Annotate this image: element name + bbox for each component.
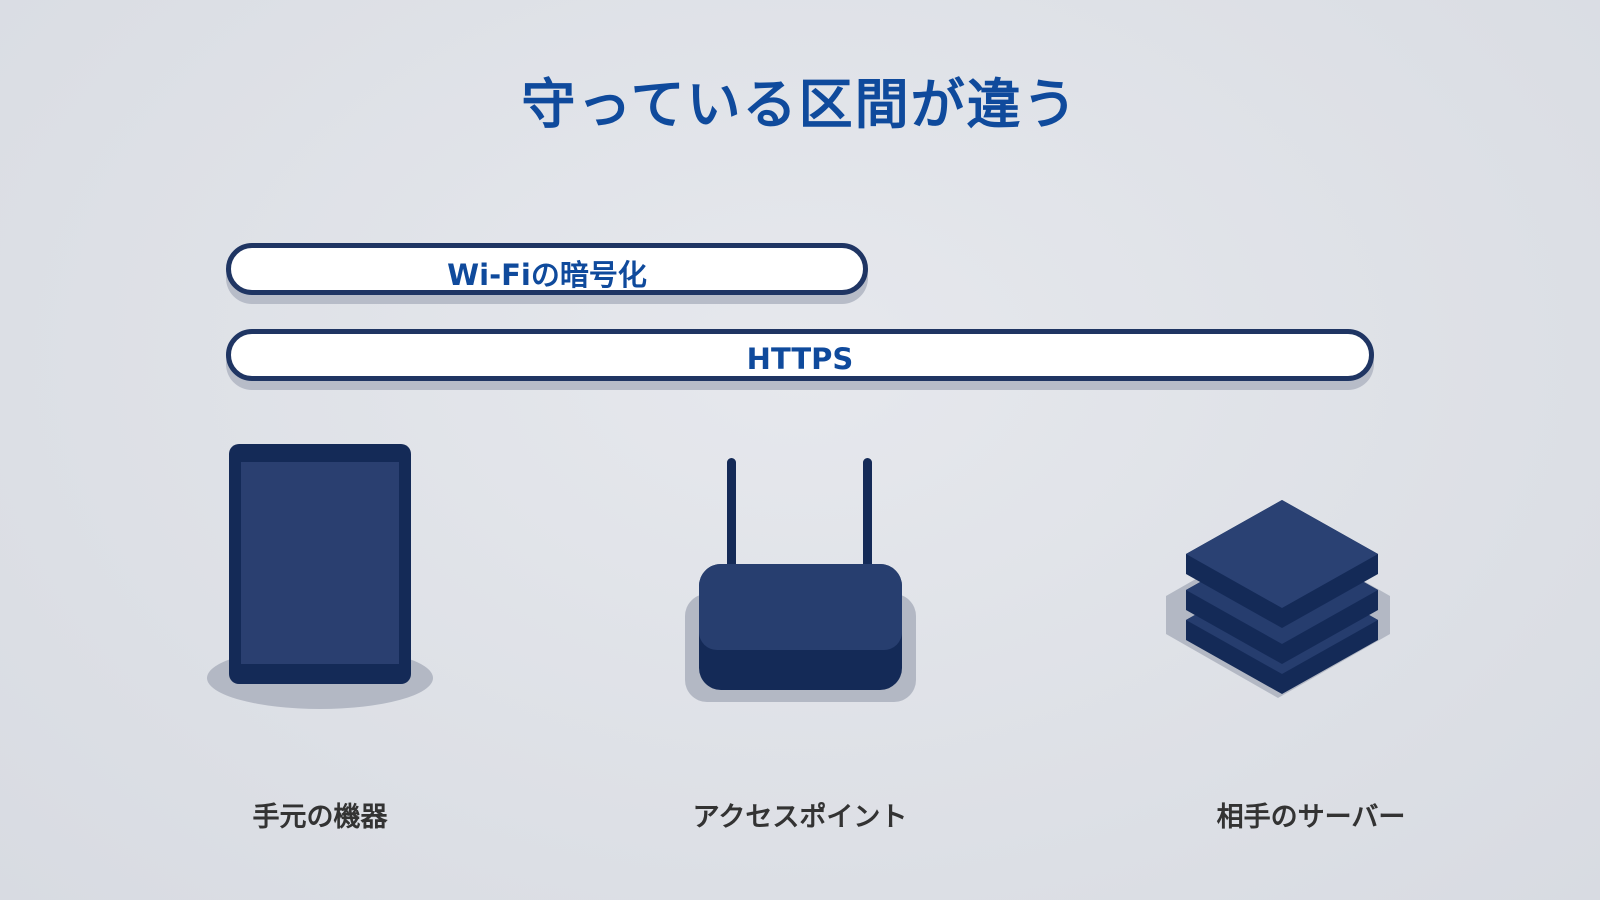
- wifi-encryption-bar: Wi-Fiの暗号化: [226, 243, 868, 295]
- tablet-icon: [207, 444, 433, 709]
- server-stack-icon: [1166, 500, 1390, 698]
- page-title: 守っている区間が違う: [521, 73, 1079, 136]
- router-icon: [685, 458, 916, 702]
- device-label-local: 手元の機器: [252, 802, 388, 833]
- wifi-encryption-label: Wi-Fiの暗号化: [447, 258, 647, 292]
- device-label-server: 相手のサーバー: [1216, 802, 1406, 833]
- device-label-access-point: アクセスポイント: [692, 802, 908, 833]
- https-label: HTTPS: [746, 342, 854, 376]
- https-bar: HTTPS: [226, 329, 1374, 381]
